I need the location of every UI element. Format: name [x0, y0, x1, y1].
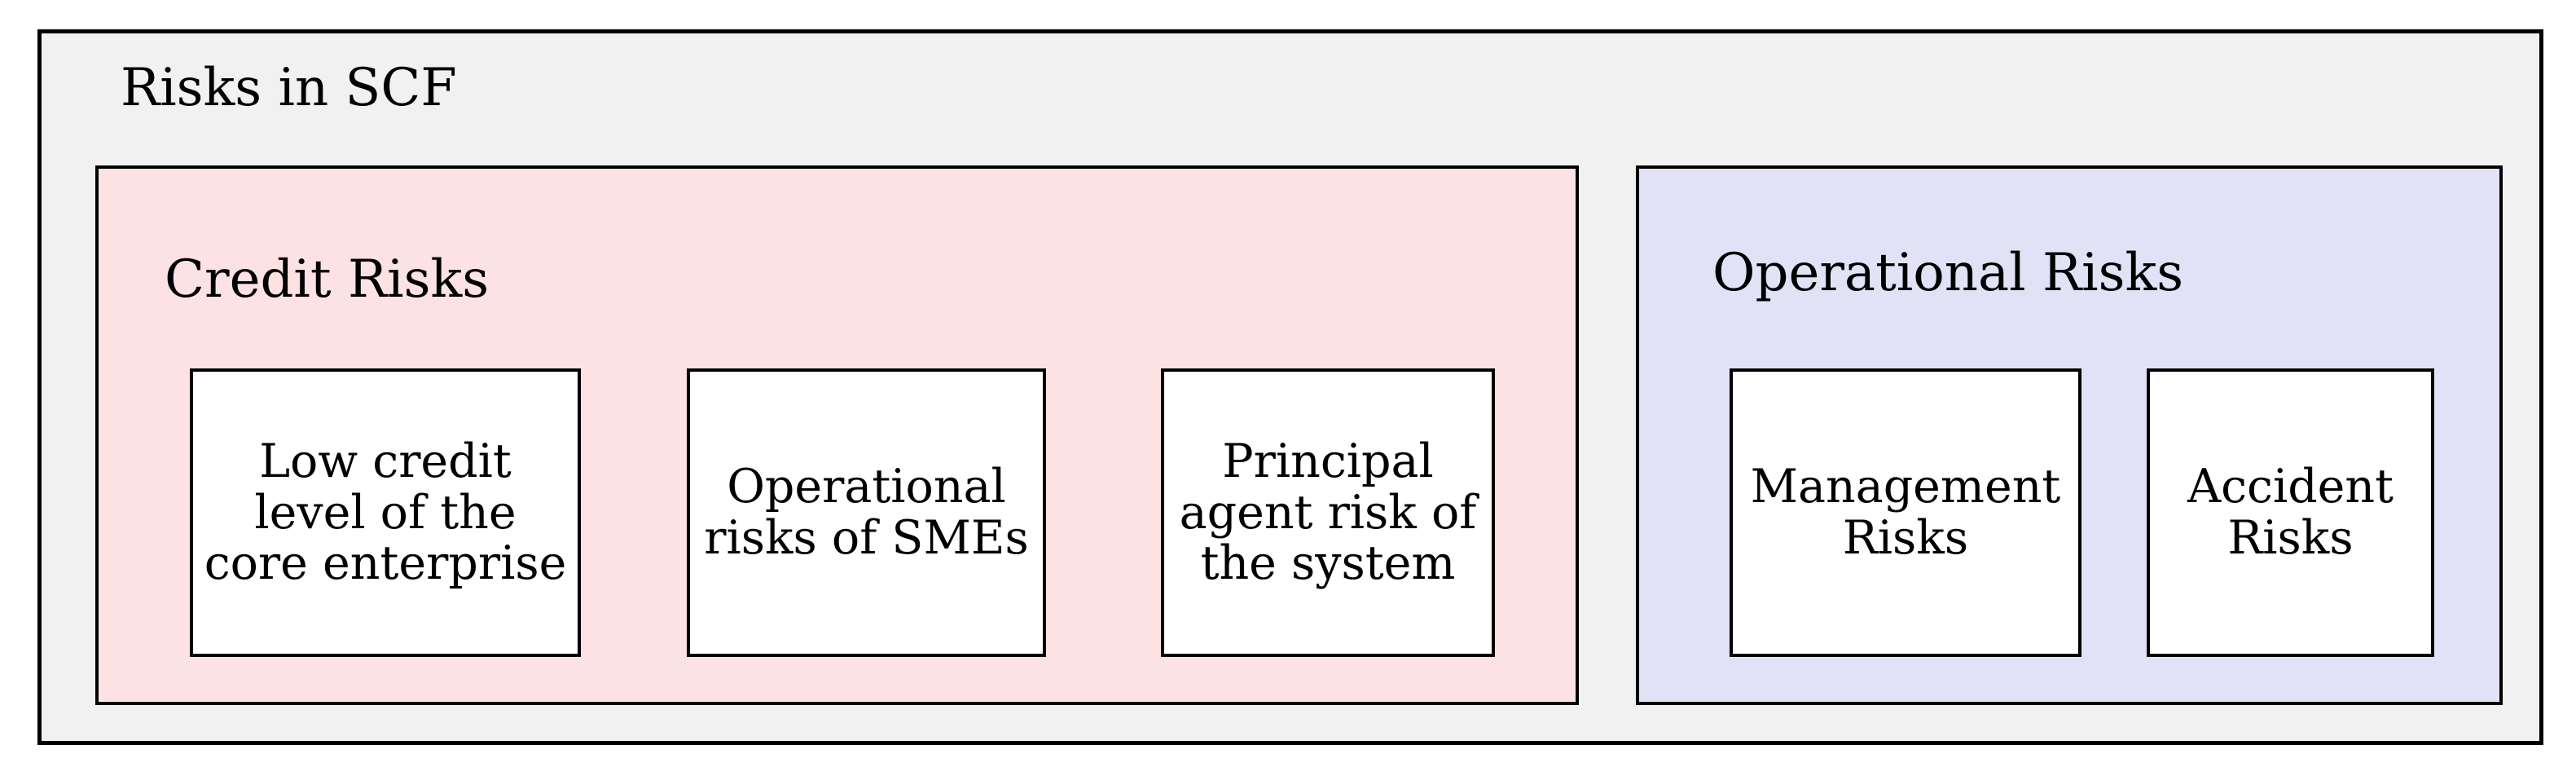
- operational-risks-group: Operational Risks Management Risks Accid…: [1636, 165, 2503, 705]
- risk-box-label: Principal agent risk of the system: [1179, 434, 1477, 591]
- operational-risks-label: Operational Risks: [1712, 243, 2184, 303]
- risk-box-label: Management Risks: [1750, 460, 2061, 565]
- risk-box-operational-risks-smes: Operational risks of SMEs: [687, 368, 1046, 657]
- credit-risks-group: Credit Risks Low credit level of the cor…: [95, 165, 1579, 705]
- credit-risks-label: Credit Risks: [165, 249, 490, 310]
- diagram-title: Risks in SCF: [121, 58, 457, 118]
- risk-box-low-credit-level: Low credit level of the core enterprise: [190, 368, 581, 657]
- risk-box-label: Accident Risks: [2187, 460, 2394, 565]
- risk-box-principal-agent-risk: Principal agent risk of the system: [1161, 368, 1495, 657]
- risks-in-scf-container: Risks in SCF Credit Risks Low credit lev…: [37, 29, 2543, 745]
- risk-box-label: Low credit level of the core enterprise: [204, 434, 567, 591]
- risk-box-management-risks: Management Risks: [1730, 368, 2081, 657]
- risk-box-accident-risks: Accident Risks: [2147, 368, 2434, 657]
- risk-box-label: Operational risks of SMEs: [704, 460, 1029, 565]
